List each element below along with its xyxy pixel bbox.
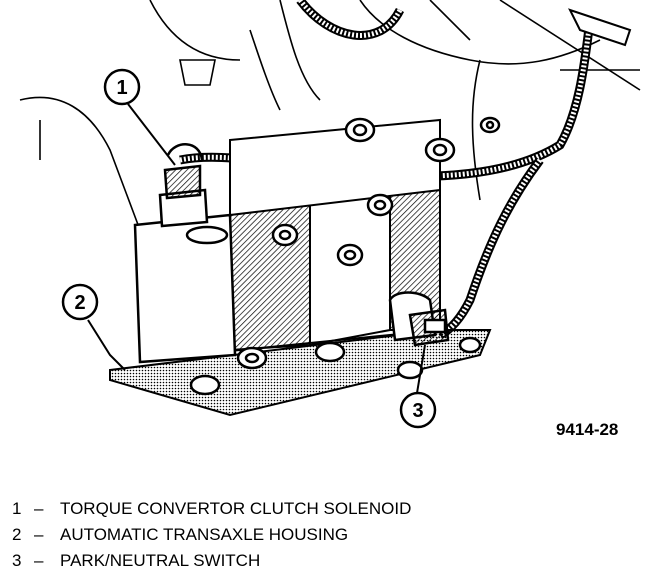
tcc-solenoid	[133, 143, 237, 364]
legend-item: 2 – AUTOMATIC TRANSAXLE HOUSING	[12, 522, 411, 548]
housing-bosses	[189, 116, 501, 396]
legend-separator: –	[34, 551, 44, 570]
legend-separator: –	[34, 525, 44, 544]
legend: 1 – TORQUE CONVERTOR CLUTCH SOLENOID 2 –…	[12, 496, 411, 574]
callout-1-label: 1	[116, 77, 127, 99]
legend-item: 1 – TORQUE CONVERTOR CLUTCH SOLENOID	[12, 496, 411, 522]
legend-label: TORQUE CONVERTOR CLUTCH SOLENOID	[60, 499, 412, 518]
callout-leaders	[87, 103, 426, 394]
legend-number: 1	[12, 499, 22, 518]
callout-2-label: 2	[74, 292, 85, 314]
figure-code: 9414-28	[556, 420, 619, 439]
callout-3: 3	[399, 391, 437, 429]
callout-2: 2	[61, 283, 99, 321]
transaxle-illustration: 1 2 3	[19, 0, 641, 429]
legend-number: 2	[12, 525, 22, 544]
legend-number: 3	[12, 551, 22, 570]
callout-3-label: 3	[412, 400, 423, 422]
park-neutral-switch	[388, 291, 450, 347]
legend-label: PARK/NEUTRAL SWITCH	[60, 551, 261, 570]
callout-1: 1	[103, 68, 141, 106]
legend-label: AUTOMATIC TRANSAXLE HOUSING	[60, 525, 349, 544]
legend-separator: –	[34, 499, 44, 518]
legend-item: 3 – PARK/NEUTRAL SWITCH	[12, 548, 411, 574]
